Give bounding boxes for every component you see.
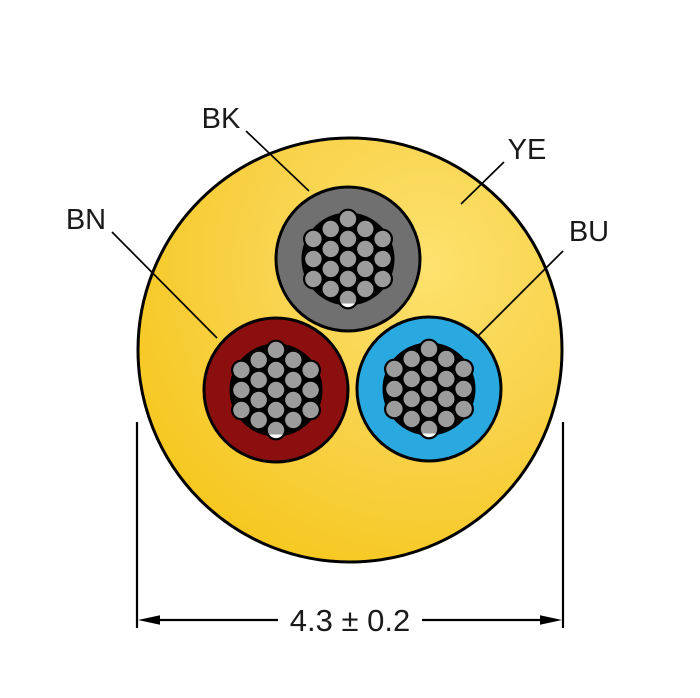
strand-highlight <box>422 433 436 438</box>
strand-wire <box>248 349 270 371</box>
conductor-bn <box>202 316 350 464</box>
strand-wire <box>230 359 252 381</box>
dimension-group: 4.3 ± 0.2 <box>135 422 565 638</box>
strand-wire <box>401 408 423 430</box>
strand-wire <box>303 268 324 290</box>
label-bk: BK <box>202 103 241 135</box>
strand-wire <box>265 399 287 421</box>
strand-wire <box>300 399 322 421</box>
strand-wire <box>320 258 342 280</box>
dimension-label: 4.3 ± 0.2 <box>290 603 410 638</box>
strand-wire <box>372 248 394 270</box>
conductor-bn-strands <box>230 339 322 441</box>
conductor-bu <box>355 315 503 463</box>
leader-line-bn <box>111 231 218 339</box>
conductor-bk <box>274 185 422 333</box>
strand-highlight <box>269 434 283 439</box>
leader-line-ye <box>460 161 505 205</box>
strand-wire <box>282 389 304 411</box>
strand-wire <box>453 378 475 400</box>
strand-wire <box>435 368 457 390</box>
strand-wire <box>435 408 457 430</box>
strand-wire <box>303 248 324 270</box>
strand-wire <box>384 398 405 420</box>
strand-wire <box>337 208 359 230</box>
strand-wire <box>354 258 376 280</box>
strand-wire <box>453 358 475 380</box>
strand-wire <box>418 378 440 400</box>
dimension-arrow-right <box>540 615 562 625</box>
strand-wire <box>282 349 304 371</box>
strand-wire <box>300 359 322 381</box>
strand-wire <box>354 218 376 240</box>
conductor-bk-strands <box>303 208 394 310</box>
strand-wire <box>320 238 342 260</box>
strand-wire <box>435 348 457 370</box>
strand-wire <box>230 399 252 421</box>
strand-wire <box>320 218 342 240</box>
strand-wire <box>282 369 304 391</box>
strand-wire <box>384 378 405 400</box>
strand-wire <box>230 379 252 401</box>
strand-wire <box>401 348 423 370</box>
strand-wire <box>265 379 287 401</box>
conductor-bu-strands <box>384 338 475 440</box>
leader-line-bu <box>477 250 564 337</box>
strand-wire <box>453 398 475 420</box>
strand-wire <box>401 388 423 410</box>
strand-wire <box>337 248 359 270</box>
strand-wire <box>372 268 394 290</box>
strand-wire <box>418 398 440 420</box>
strand-wire <box>354 238 376 260</box>
leader-line-bk <box>245 130 310 192</box>
strand-wire <box>337 228 359 250</box>
strand-wire <box>265 359 287 381</box>
strand-wire <box>320 278 342 300</box>
label-bu: BU <box>569 216 609 248</box>
strand-wire <box>401 368 423 390</box>
strand-wire <box>372 228 394 250</box>
strand-highlight <box>341 303 355 308</box>
strand-wire <box>248 389 270 411</box>
strand-wire <box>303 228 324 250</box>
label-ye: YE <box>508 134 547 166</box>
strand-wire <box>337 268 359 290</box>
strand-wire <box>248 369 270 391</box>
strand-wire <box>300 379 322 401</box>
strand-wire <box>418 338 440 360</box>
strand-wire <box>248 409 270 431</box>
label-bn: BN <box>66 204 106 236</box>
strand-wire <box>435 388 457 410</box>
strand-wire <box>282 409 304 431</box>
strand-wire <box>354 278 376 300</box>
strand-wire <box>265 339 287 361</box>
dimension-arrow-left <box>138 615 160 625</box>
strand-wire <box>418 358 440 380</box>
strand-wire <box>384 358 405 380</box>
